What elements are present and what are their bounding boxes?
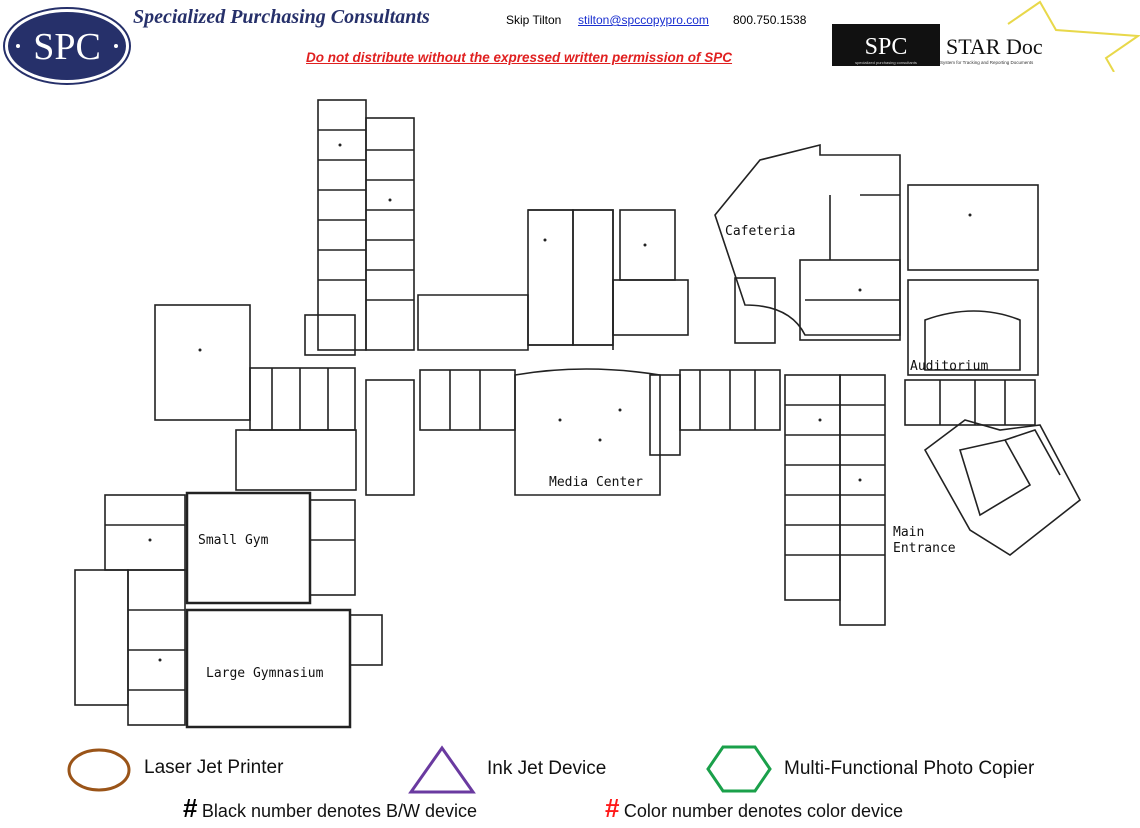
- contact-name: Skip Tilton: [506, 13, 562, 27]
- legend-note-color: # Color number denotes color device: [605, 793, 903, 824]
- legend-ink-jet: Ink Jet Device: [487, 758, 607, 779]
- legend-copier: Multi-Functional Photo Copier: [784, 758, 1035, 779]
- spc-logo: SPC: [3, 7, 131, 85]
- ink-jet-triangle-icon: [408, 745, 476, 794]
- svg-text:SPC: SPC: [865, 34, 908, 60]
- svg-text:SPC: SPC: [33, 26, 101, 68]
- room-label-small-gym: Small Gym: [198, 533, 269, 548]
- room-label-main: Main: [893, 525, 924, 540]
- contact-phone: 800.750.1538: [733, 13, 807, 27]
- floor-plan-walls: [74, 99, 1082, 729]
- copier-hexagon-icon: [706, 745, 772, 793]
- red-hash-icon: #: [605, 793, 620, 823]
- room-label-entrance: Entrance: [893, 541, 956, 556]
- legend-note-bw-text: Black number denotes B/W device: [201, 801, 478, 821]
- distribution-warning: Do not distribute without the expressed …: [306, 50, 733, 65]
- floor-plan: Cafeteria Auditorium Media Center Small …: [74, 99, 1082, 729]
- company-name: Specialized Purchasing Consultants: [133, 6, 430, 28]
- black-hash-icon: #: [183, 793, 198, 823]
- laser-jet-circle-icon: [67, 748, 131, 792]
- legend-laser-jet: Laser Jet Printer: [144, 757, 284, 778]
- svg-text:System for Tracking and Report: System for Tracking and Reporting Docume…: [940, 60, 1034, 65]
- legend-note-color-text: Color number denotes color device: [623, 801, 904, 821]
- svg-text:specialized purchasing consult: specialized purchasing consultants: [855, 60, 917, 65]
- room-label-auditorium: Auditorium: [910, 359, 988, 374]
- room-label-large-gym: Large Gymnasium: [206, 666, 324, 681]
- star-doc-logo: SPC STAR Doc specialized purchasing cons…: [832, 0, 1140, 72]
- legend-note-bw: # Black number denotes B/W device: [183, 793, 477, 824]
- contact-email-link[interactable]: stilton@spccopypro.com: [578, 13, 709, 27]
- room-label-media-center: Media Center: [549, 475, 643, 490]
- device-markers: [148, 143, 972, 662]
- room-label-cafeteria: Cafeteria: [725, 224, 795, 239]
- svg-text:STAR Doc: STAR Doc: [946, 34, 1043, 59]
